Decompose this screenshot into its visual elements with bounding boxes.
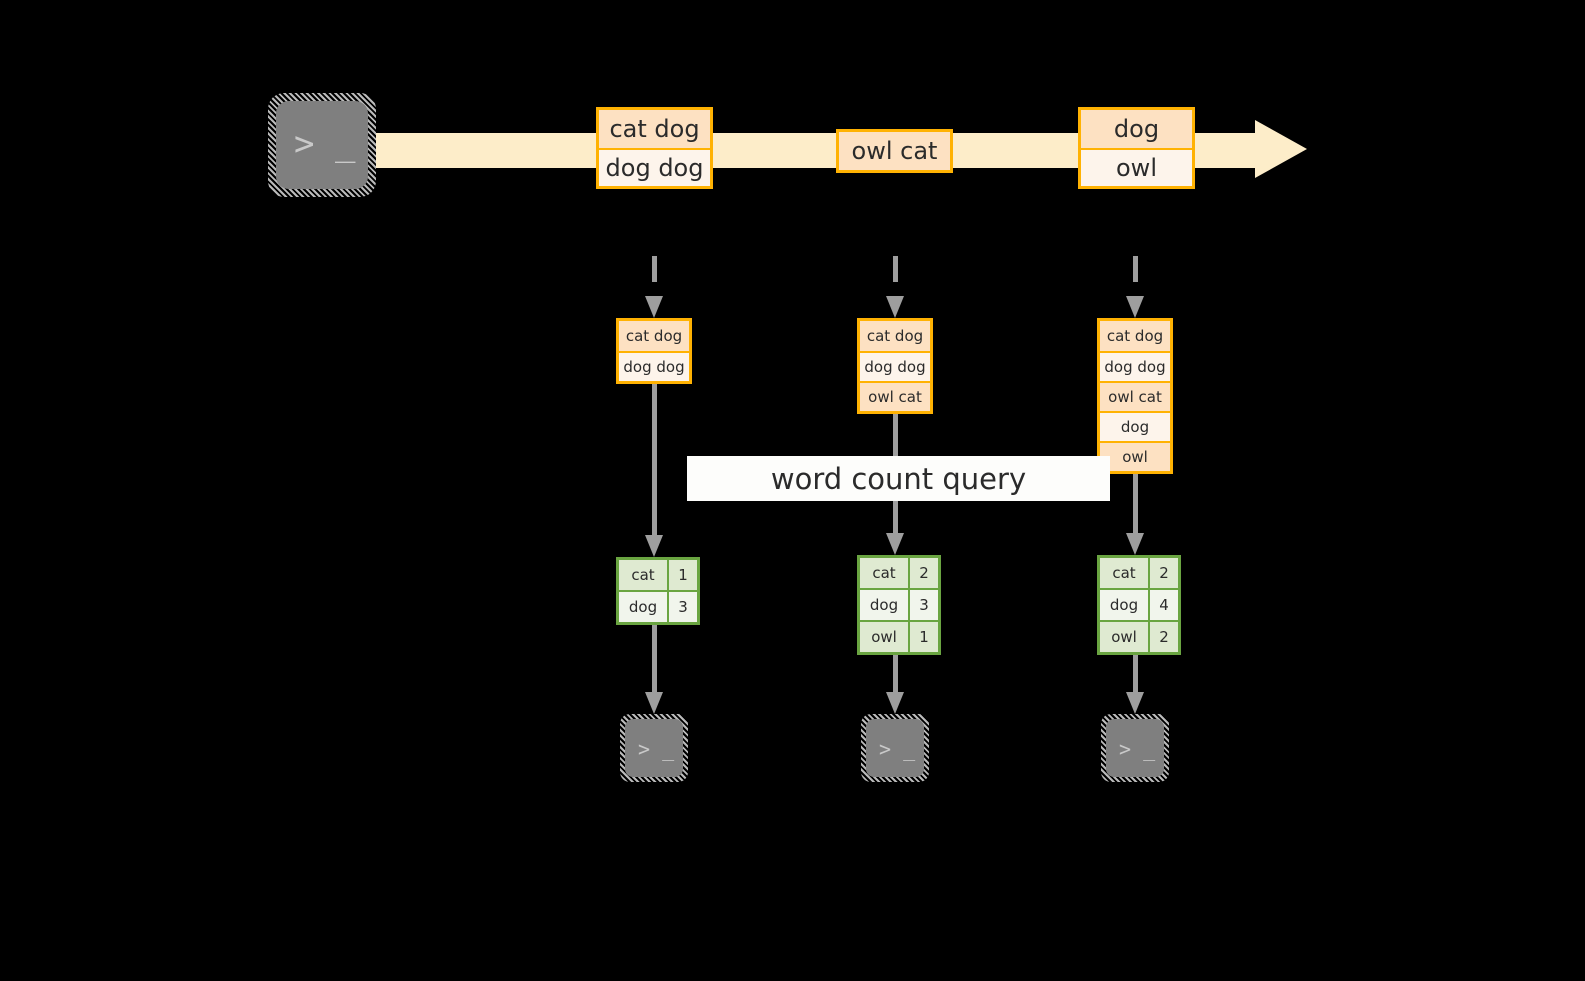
result-count: 2 [1148,622,1178,652]
result-count: 2 [1148,558,1178,588]
result-count: 3 [667,592,697,622]
table-row: cat 2 [860,558,938,588]
arrow-head-icon [886,533,904,555]
terminal-screen: > _ [276,101,368,189]
arrow-right-icon [1255,120,1307,178]
state-row: cat dog [1100,321,1170,351]
result-word: cat [1100,558,1148,588]
terminal-prompt-glyph: > _ [294,124,356,164]
arrow-head-icon [645,692,663,714]
arrow-head-icon [645,535,663,557]
arrow-head-icon [1126,692,1144,714]
result-count: 2 [908,558,938,588]
result-table: cat 2 dog 3 owl 1 [857,555,941,655]
result-word: owl [1100,622,1148,652]
result-word: dog [619,592,667,622]
state-row: dog dog [1100,351,1170,381]
table-row: cat 2 [1100,558,1178,588]
arrow-head-icon [886,692,904,714]
terminal-prompt-glyph: > _ [879,737,916,761]
stream-batch-box: owl cat [836,129,953,173]
table-row: dog 3 [619,590,697,622]
stream-record-row: owl cat [839,132,950,170]
arrow-head-icon [886,296,904,318]
result-word: cat [619,560,667,590]
state-row: owl [1100,441,1170,471]
arrow-shaft [893,256,898,296]
sink-terminal-icon: > _ [861,714,929,782]
source-terminal-icon: > _ [268,93,376,197]
state-row: owl cat [860,381,930,411]
state-row: dog [1100,411,1170,441]
terminal-prompt-glyph: > _ [638,737,675,761]
arrow-shaft [893,649,898,692]
result-count: 4 [1148,590,1178,620]
table-row: cat 1 [619,560,697,590]
terminal-screen: > _ [866,719,924,777]
state-box: cat dog dog dog owl cat [857,318,933,414]
terminal-screen: > _ [1106,719,1164,777]
sink-terminal-icon: > _ [620,714,688,782]
result-table: cat 1 dog 3 [616,557,700,625]
stream-record-row: cat dog [599,110,710,148]
terminal-prompt-glyph: > _ [1119,737,1156,761]
state-row: cat dog [619,321,689,351]
arrow-head-icon [1126,296,1144,318]
state-box: cat dog dog dog [616,318,692,384]
result-count: 3 [908,590,938,620]
stream-record-row: dog [1081,110,1192,148]
state-row: owl cat [1100,381,1170,411]
query-label-text: word count query [770,461,1027,496]
sink-terminal-icon: > _ [1101,714,1169,782]
state-box: cat dog dog dog owl cat dog owl [1097,318,1173,474]
state-row: dog dog [619,351,689,381]
result-word: owl [860,622,908,652]
table-row: owl 2 [1100,620,1178,652]
result-count: 1 [908,622,938,652]
arrow-head-icon [645,296,663,318]
arrow-shaft [1133,472,1138,533]
result-count: 1 [667,560,697,590]
stream-record-row: owl [1081,148,1192,186]
stream-batch-box: cat dog dog dog [596,107,713,189]
result-word: dog [1100,590,1148,620]
query-label-banner: word count query [687,456,1110,501]
table-row: dog 4 [1100,588,1178,620]
arrow-head-icon [1126,533,1144,555]
table-row: dog 3 [860,588,938,620]
arrow-shaft [1133,649,1138,692]
stream-batch-box: dog owl [1078,107,1195,189]
state-row: cat dog [860,321,930,351]
terminal-screen: > _ [625,719,683,777]
result-word: dog [860,590,908,620]
arrow-shaft [1133,256,1138,296]
arrow-shaft [652,256,657,296]
arrow-shaft [652,619,657,692]
result-table: cat 2 dog 4 owl 2 [1097,555,1181,655]
result-word: cat [860,558,908,588]
stream-record-row: dog dog [599,148,710,186]
arrow-shaft [652,382,657,535]
state-row: dog dog [860,351,930,381]
table-row: owl 1 [860,620,938,652]
